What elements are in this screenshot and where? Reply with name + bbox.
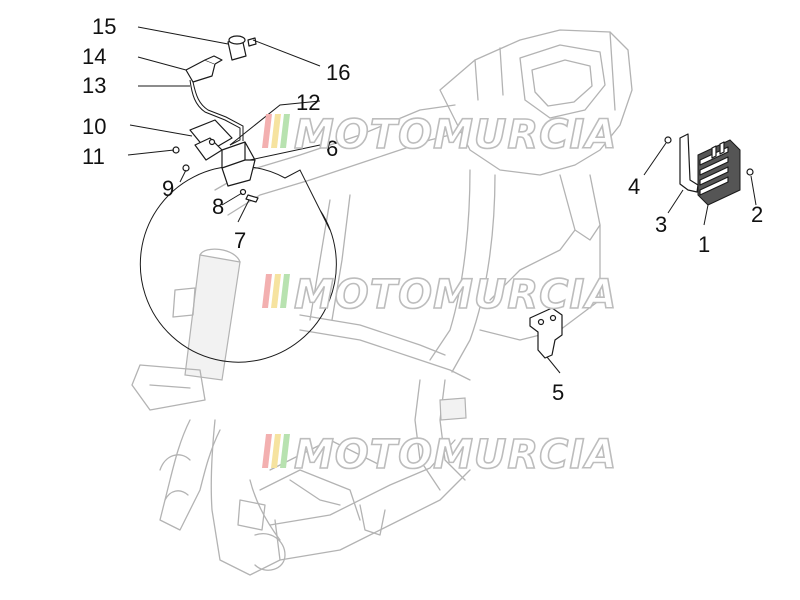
watermark-stripe: [280, 434, 290, 468]
watermark-stripe: [271, 434, 281, 468]
callout-number-3: 3: [655, 212, 667, 237]
watermark-row: MOTOMURCIA: [262, 271, 617, 319]
watermark-stripe: [280, 114, 290, 148]
watermark-text: MOTOMURCIA: [294, 272, 617, 318]
scooter-frame: [131, 29, 633, 576]
watermark-stripe: [271, 114, 281, 148]
watermark-stripe: [262, 114, 272, 148]
watermark-text: MOTOMURCIA: [294, 112, 617, 158]
watermark-stripe: [262, 434, 272, 468]
callout-number-14: 14: [82, 44, 106, 69]
leader-lines: [127, 26, 757, 374]
watermark-stripe: [280, 274, 290, 308]
regulator-assembly-detail: [172, 35, 259, 203]
watermark-row: MOTOMURCIA: [262, 431, 617, 479]
callout-number-6: 6: [326, 136, 338, 161]
callout-number-1: 1: [698, 232, 710, 257]
callout-number-10: 10: [82, 114, 106, 139]
detail-callout-circle: [139, 165, 337, 363]
watermark: MOTOMURCIA MOTOMURCIA MOTOMURCIA: [262, 111, 617, 479]
callout-number-2: 2: [751, 202, 763, 227]
mounting-bracket: [529, 307, 563, 359]
callout-number-9: 9: [162, 176, 174, 201]
callout-number-5: 5: [552, 380, 564, 405]
watermark-stripe: [262, 274, 272, 308]
callout-number-12: 12: [296, 90, 320, 115]
callout-number-16: 16: [326, 60, 350, 85]
watermark-row: MOTOMURCIA: [262, 111, 617, 159]
watermark-stripe: [271, 274, 281, 308]
regulator-assembly: [664, 133, 754, 206]
watermark-text: MOTOMURCIA: [294, 432, 617, 478]
callout-number-11: 11: [82, 144, 105, 169]
callout-number-8: 8: [212, 194, 224, 219]
callout-number-7: 7: [234, 228, 246, 253]
callout-number-15: 15: [92, 14, 116, 39]
callout-number-4: 4: [628, 174, 640, 199]
callout-number-13: 13: [82, 73, 106, 98]
